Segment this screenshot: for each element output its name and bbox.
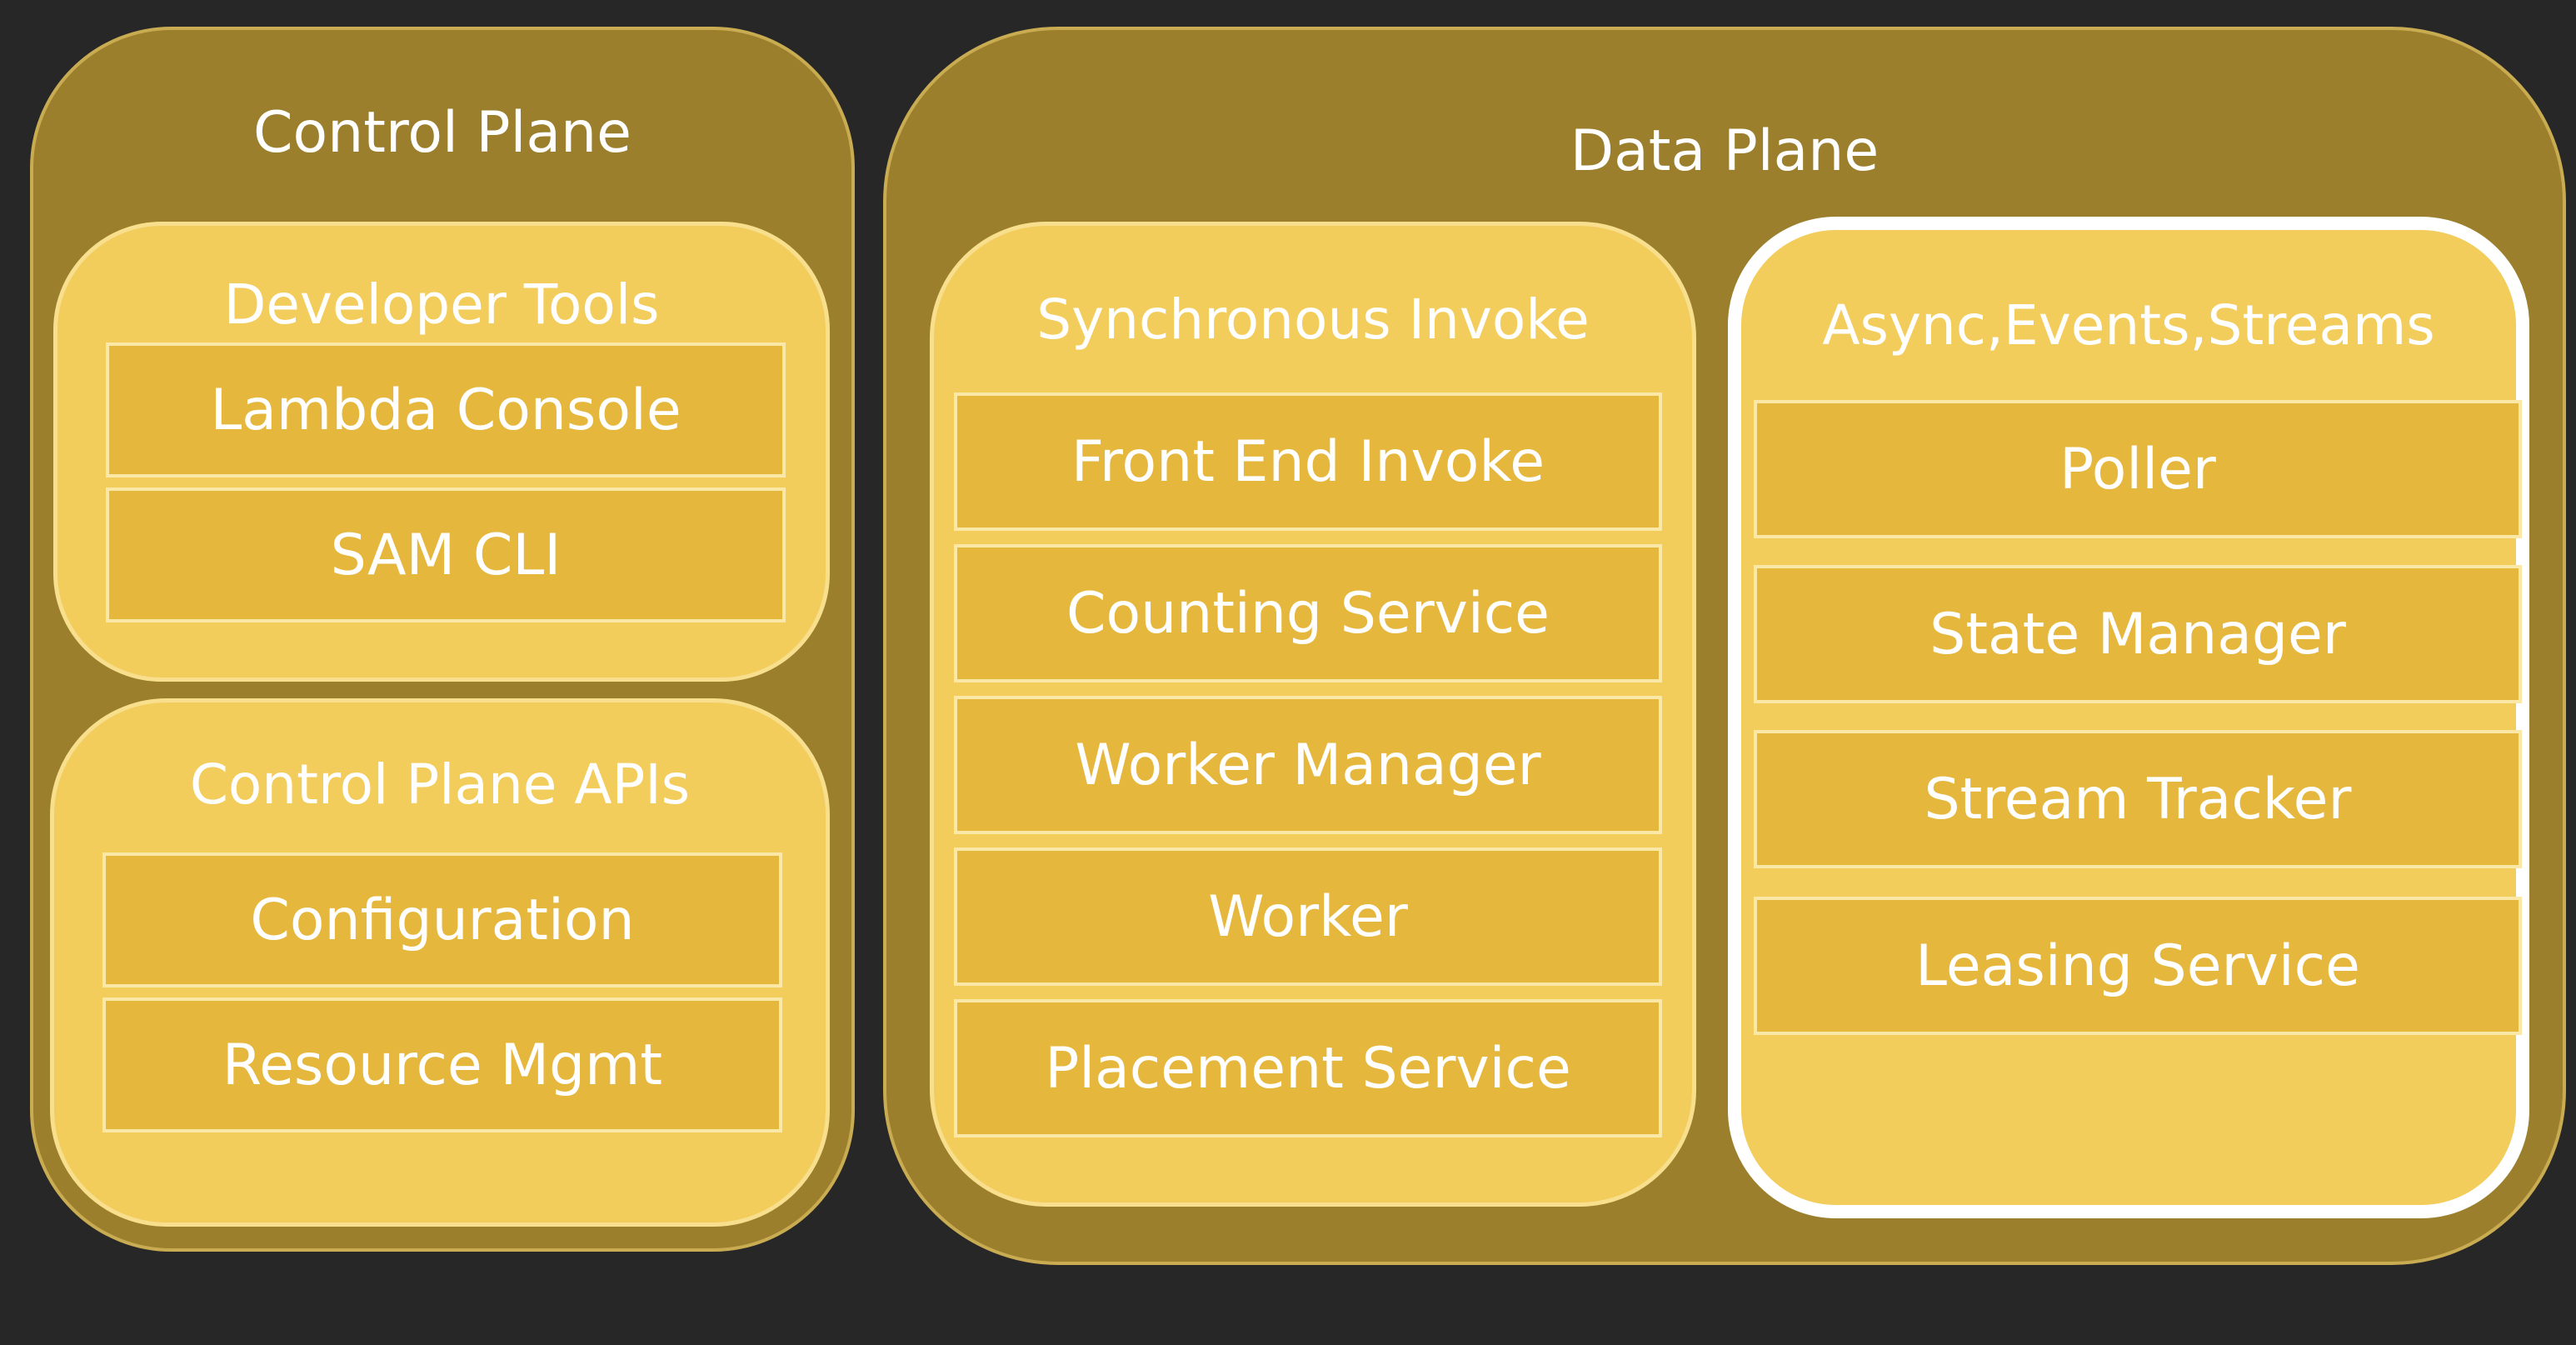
data-plane-title: Data Plane bbox=[1570, 118, 1880, 184]
stream-tracker-box: Stream Tracker bbox=[1754, 730, 2522, 868]
async-events-streams-title: Async,Events,Streams bbox=[1822, 293, 2435, 358]
front-end-invoke-box: Front End Invoke bbox=[954, 392, 1662, 531]
sam-cli-box: SAM CLI bbox=[106, 488, 786, 622]
control-plane-apis-group: Control Plane APIs Configuration Resourc… bbox=[50, 698, 830, 1227]
synchronous-invoke-title: Synchronous Invoke bbox=[1036, 288, 1590, 352]
worker-box: Worker bbox=[954, 848, 1662, 986]
developer-tools-group: Developer Tools Lambda Console SAM CLI bbox=[53, 222, 830, 682]
counting-service-box: Counting Service bbox=[954, 544, 1662, 682]
control-plane-apis-title: Control Plane APIs bbox=[189, 752, 691, 817]
async-events-streams-group: Async,Events,Streams Poller State Manage… bbox=[1728, 217, 2529, 1218]
data-plane: Data Plane Synchronous Invoke Front End … bbox=[883, 27, 2566, 1265]
placement-service-box: Placement Service bbox=[954, 999, 1662, 1138]
state-manager-box: State Manager bbox=[1754, 565, 2522, 703]
developer-tools-title: Developer Tools bbox=[223, 272, 660, 337]
configuration-box: Configuration bbox=[102, 852, 782, 988]
lambda-console-box: Lambda Console bbox=[106, 342, 786, 478]
resource-mgmt-box: Resource Mgmt bbox=[102, 998, 782, 1132]
worker-manager-box: Worker Manager bbox=[954, 696, 1662, 834]
synchronous-invoke-group: Synchronous Invoke Front End Invoke Coun… bbox=[930, 222, 1696, 1207]
leasing-service-box: Leasing Service bbox=[1754, 897, 2522, 1035]
control-plane-title: Control Plane bbox=[253, 100, 632, 166]
poller-box: Poller bbox=[1754, 400, 2522, 538]
control-plane: Control Plane Developer Tools Lambda Con… bbox=[30, 27, 855, 1252]
